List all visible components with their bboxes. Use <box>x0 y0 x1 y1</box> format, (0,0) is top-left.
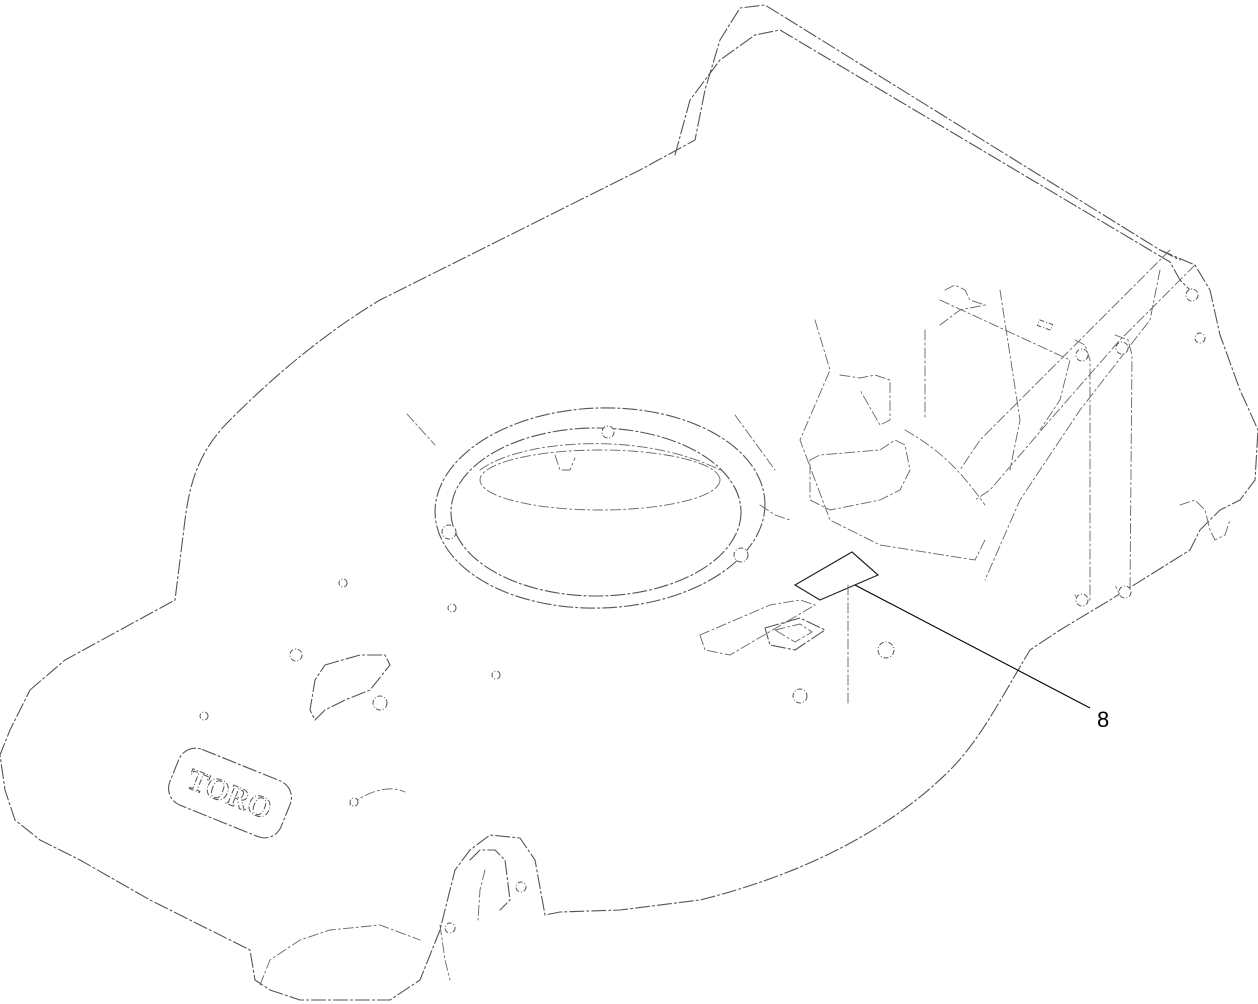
baffle-curve <box>904 429 986 506</box>
blade-opening-outer <box>434 407 766 609</box>
housing-fold-2 <box>939 299 1071 431</box>
decal-pocket <box>764 617 826 651</box>
left-cutout <box>309 654 391 721</box>
rear-axle-hole <box>1194 332 1206 344</box>
decal-strip <box>699 599 817 656</box>
ring-hole-1 <box>601 425 615 439</box>
callout-number-8: 8 <box>1097 707 1109 732</box>
rear-mount-left <box>1074 339 1091 606</box>
housing-fold-1 <box>924 289 1021 471</box>
decal-pocket-inner <box>773 623 813 643</box>
rear-frame-line <box>984 269 1161 581</box>
rear-axle-bracket <box>1179 499 1231 541</box>
guide-line-1 <box>406 413 436 446</box>
front-wheel-bracket <box>469 849 511 911</box>
deck-hole-2 <box>447 603 457 613</box>
deck-hole-8 <box>877 641 895 659</box>
deck-nose-contour <box>259 924 421 986</box>
toro-logo-text: TORO <box>183 763 277 826</box>
mount-hole-5 <box>1185 288 1199 302</box>
front-bracket-hole-2 <box>444 922 456 934</box>
rear-mount-right <box>1114 334 1133 596</box>
blade-opening-notch <box>759 504 791 521</box>
deck-hole-5 <box>372 695 388 711</box>
deck-hole-4 <box>491 670 501 680</box>
mount-hole-1 <box>1075 348 1089 362</box>
mount-hole-2 <box>1115 341 1129 355</box>
decal-label <box>793 551 880 601</box>
mount-hole-4 <box>1118 585 1132 599</box>
mount-hole-3 <box>1075 593 1089 607</box>
baffle-edge <box>799 319 986 561</box>
deck-hole-9 <box>792 688 808 704</box>
toro-logo-plate: TORO <box>168 747 292 839</box>
deck-hole-7 <box>349 797 359 807</box>
rear-housing-edge-2 <box>974 264 1196 501</box>
guide-line-2 <box>734 414 776 471</box>
front-bracket-arm <box>439 869 486 981</box>
blade-opening-lip <box>479 443 721 471</box>
deck-hole-1 <box>338 578 348 588</box>
baffle-bracket-1 <box>839 374 891 426</box>
deck-hole-3 <box>289 648 303 662</box>
ring-hole-2 <box>441 524 457 540</box>
baffle-bracket-2 <box>809 439 911 511</box>
housing-slot <box>1036 319 1054 331</box>
deck-outline <box>0 4 1258 1001</box>
blade-opening-inner <box>450 427 742 597</box>
deck-hole-6 <box>199 711 209 721</box>
blade-opening-rim <box>479 449 721 511</box>
rear-housing-edge <box>959 249 1171 471</box>
callout-leader-line <box>854 584 1091 709</box>
housing-tab <box>939 284 987 326</box>
ring-hole-3 <box>733 547 749 563</box>
blade-opening-tab <box>554 454 576 471</box>
rear-chute-housing <box>674 29 1191 291</box>
front-bracket-hole-1 <box>515 881 527 893</box>
